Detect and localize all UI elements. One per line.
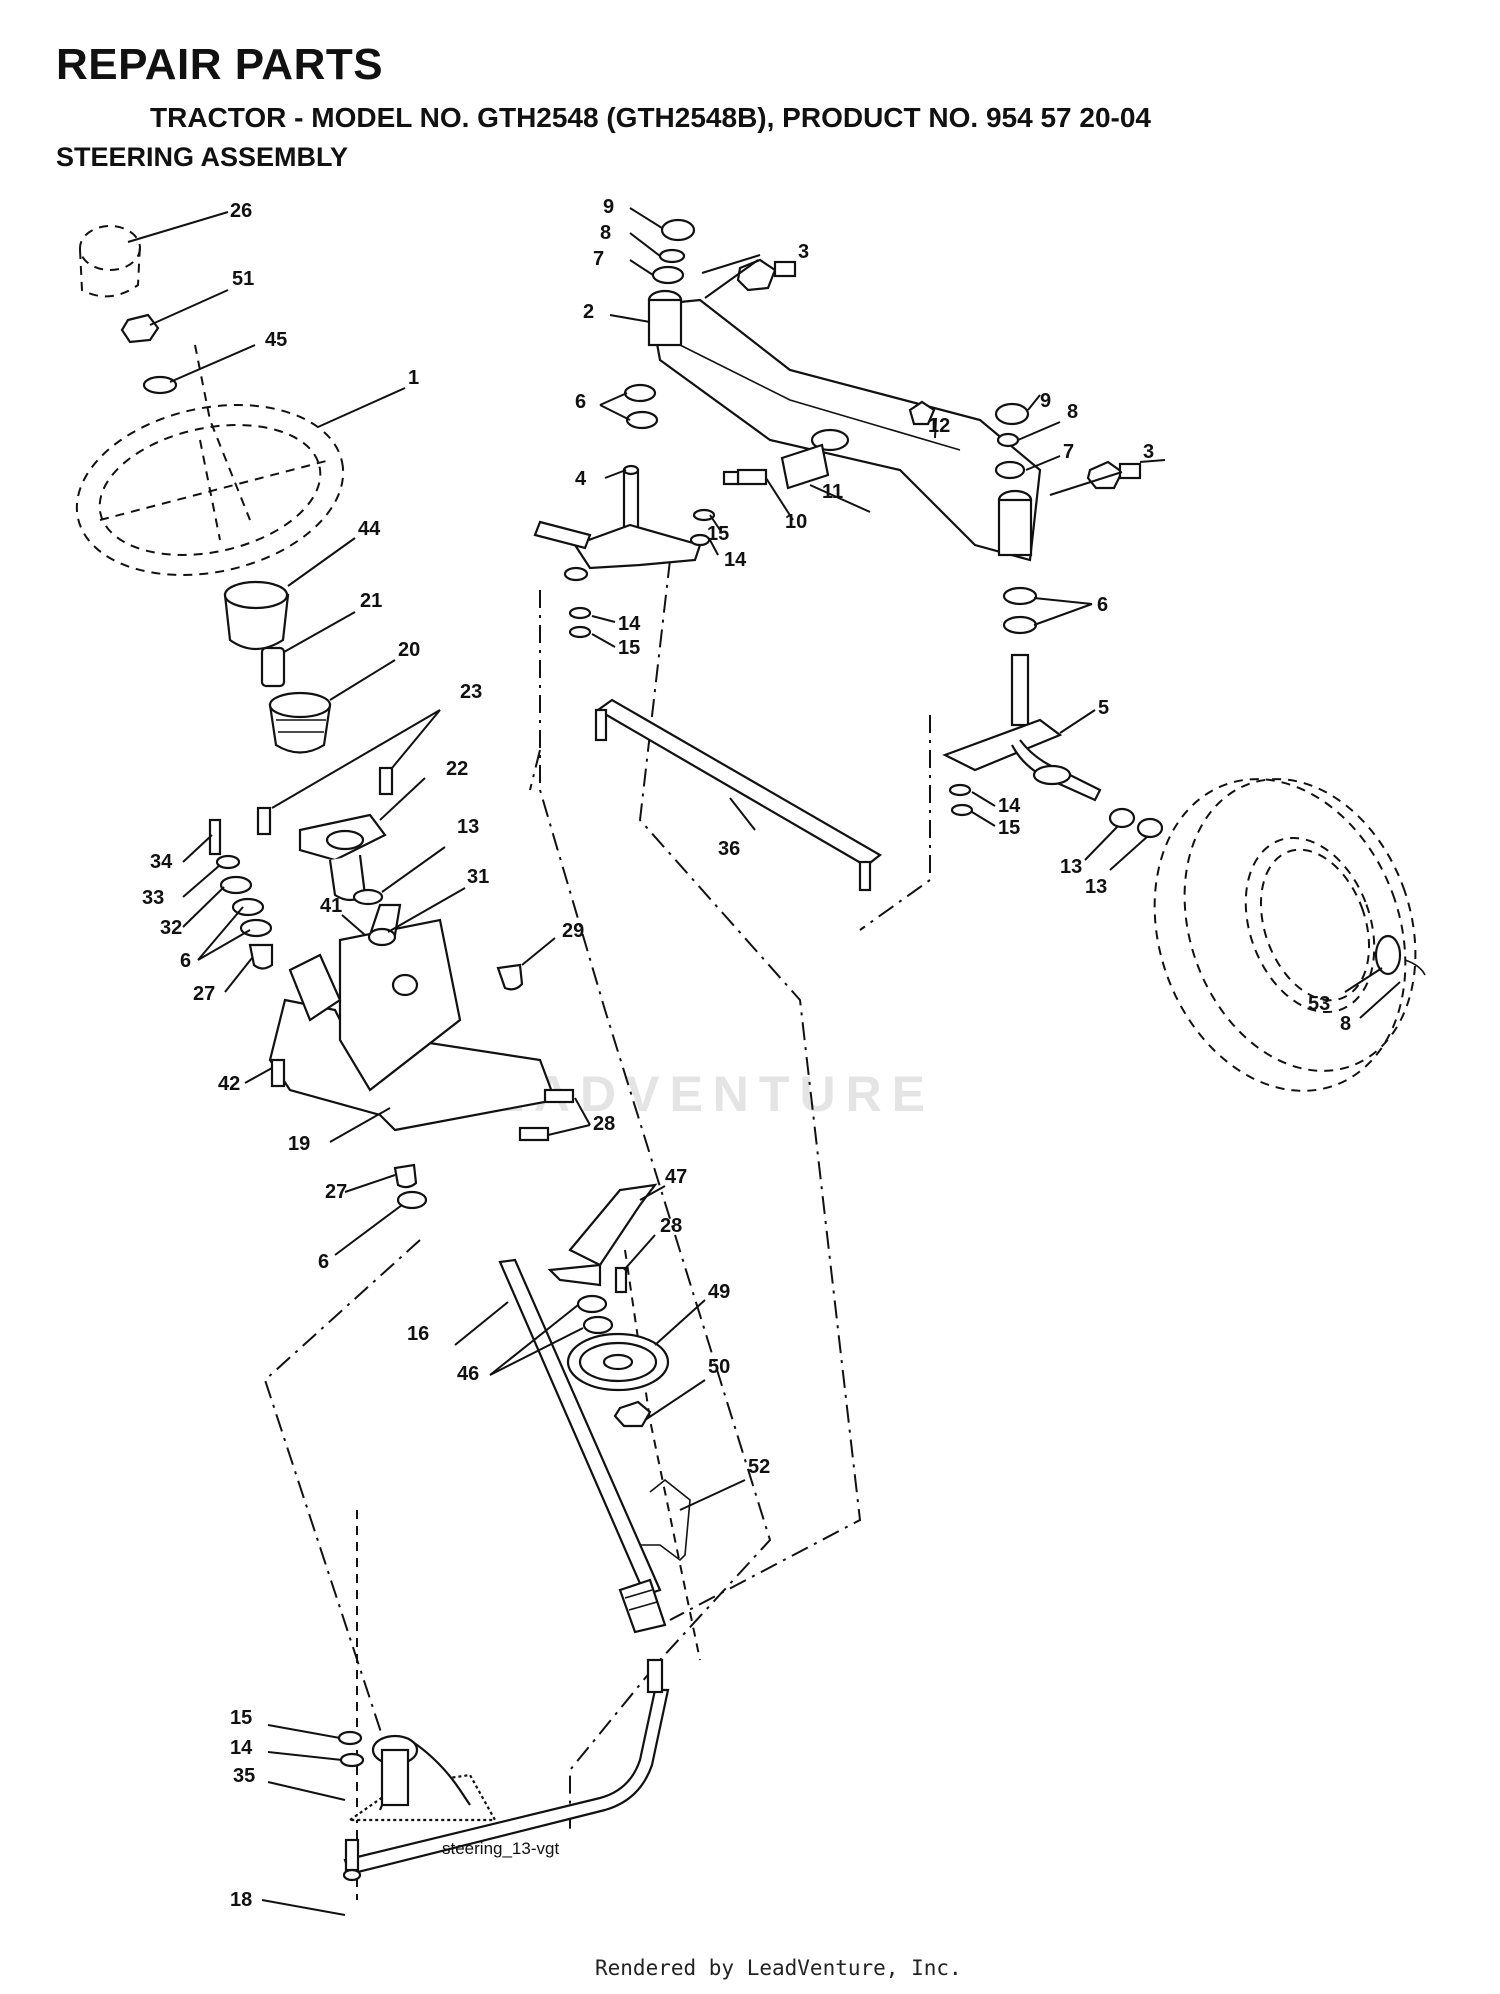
callout-20: 20	[398, 639, 420, 661]
callout-34: 34	[150, 851, 173, 873]
callout-46: 46	[457, 1363, 479, 1385]
callout-14d: 14	[998, 795, 1021, 817]
callout-14: 14	[230, 1737, 253, 1759]
steering-support-bracket	[268, 903, 557, 1132]
callout-14b: 14	[724, 549, 747, 571]
callout-2: 2	[583, 301, 594, 323]
callout-47: 47	[665, 1166, 687, 1188]
leader-lines	[127, 207, 1401, 1916]
callout-15d: 15	[998, 817, 1020, 839]
callout-21: 21	[360, 590, 382, 612]
callout-9b: 9	[1040, 390, 1051, 412]
callout-16: 16	[407, 1323, 429, 1345]
idler-pulley-group[interactable]	[547, 1183, 670, 1428]
callout-3: 3	[798, 241, 809, 263]
steering-wheel[interactable]	[61, 225, 359, 598]
callout-44: 44	[358, 518, 381, 540]
callout-13b: 13	[1060, 856, 1082, 878]
callout-6c: 6	[575, 391, 586, 413]
callout-15c: 15	[618, 637, 640, 659]
callout-14c: 14	[618, 613, 641, 635]
callout-1: 1	[408, 367, 419, 389]
steering-bushing-group	[223, 580, 332, 754]
callout-13c: 13	[1085, 876, 1107, 898]
callout-28b: 28	[660, 1215, 682, 1237]
callout-7: 7	[593, 248, 604, 270]
callout-5: 5	[1098, 697, 1109, 719]
support-hardware	[208, 818, 575, 1210]
right-spindle	[942, 586, 1164, 839]
callout-27b: 27	[325, 1181, 347, 1203]
callout-45: 45	[265, 329, 287, 351]
callout-41: 41	[320, 895, 342, 917]
assembly-centerlines	[194, 344, 931, 1900]
callout-12: 12	[928, 415, 950, 437]
front-wheel	[1153, 778, 1426, 1092]
callout-36: 36	[718, 838, 740, 860]
callout-6d: 6	[1097, 594, 1108, 616]
upper-hardware	[120, 313, 178, 395]
callout-29: 29	[562, 920, 584, 942]
spring-clip	[640, 1478, 691, 1562]
callout-labels: 26 51 45 1 44 21 20 23 22 13 31 34 33 32…	[142, 196, 1351, 1911]
callout-10: 10	[785, 511, 807, 533]
callout-4: 4	[575, 468, 587, 490]
model-subtitle: TRACTOR - MODEL NO. GTH2548 (GTH2548B), …	[150, 102, 1151, 133]
callout-33: 33	[142, 887, 164, 909]
callout-7b: 7	[1063, 441, 1074, 463]
callout-15: 15	[230, 1707, 252, 1729]
front-axle	[647, 289, 1042, 562]
steering-shaft	[498, 1258, 667, 1634]
callout-19: 19	[288, 1133, 310, 1155]
callout-23: 23	[460, 681, 482, 703]
callout-8c: 8	[1340, 1013, 1351, 1035]
callout-6b: 6	[318, 1251, 329, 1273]
callout-13: 13	[457, 816, 479, 838]
callout-42: 42	[218, 1073, 240, 1095]
sector-gear	[337, 1730, 497, 1822]
callout-27: 27	[193, 983, 215, 1005]
axle-hardware	[651, 218, 1142, 490]
callout-9: 9	[603, 196, 614, 218]
callout-6: 6	[180, 950, 191, 972]
callout-35: 35	[233, 1765, 255, 1787]
callout-31: 31	[467, 866, 489, 888]
callout-50: 50	[708, 1356, 730, 1378]
callout-8: 8	[600, 222, 611, 244]
steering-flange	[256, 766, 394, 902]
callout-8b: 8	[1067, 401, 1078, 423]
callout-28: 28	[593, 1113, 615, 1135]
callout-3b: 3	[1143, 441, 1154, 463]
tie-rod	[594, 698, 882, 892]
rendered-by-footer: Rendered by LeadVenture, Inc.	[595, 1956, 962, 1980]
section-title: STEERING ASSEMBLY	[56, 142, 349, 172]
callout-18: 18	[230, 1889, 252, 1911]
page-title: REPAIR PARTS	[56, 40, 384, 89]
callout-49: 49	[708, 1281, 730, 1303]
callout-52: 52	[748, 1456, 770, 1478]
callout-15b: 15	[707, 523, 729, 545]
callout-26: 26	[230, 200, 252, 222]
left-spindle	[533, 383, 716, 639]
callout-11: 11	[822, 481, 843, 503]
drag-link	[342, 1658, 670, 1882]
callout-22: 22	[446, 758, 468, 780]
callout-51: 51	[232, 268, 254, 290]
callout-53: 53	[1308, 993, 1330, 1015]
callout-32: 32	[160, 917, 182, 939]
diagram-filename: steering_13-vgt	[442, 1839, 560, 1858]
